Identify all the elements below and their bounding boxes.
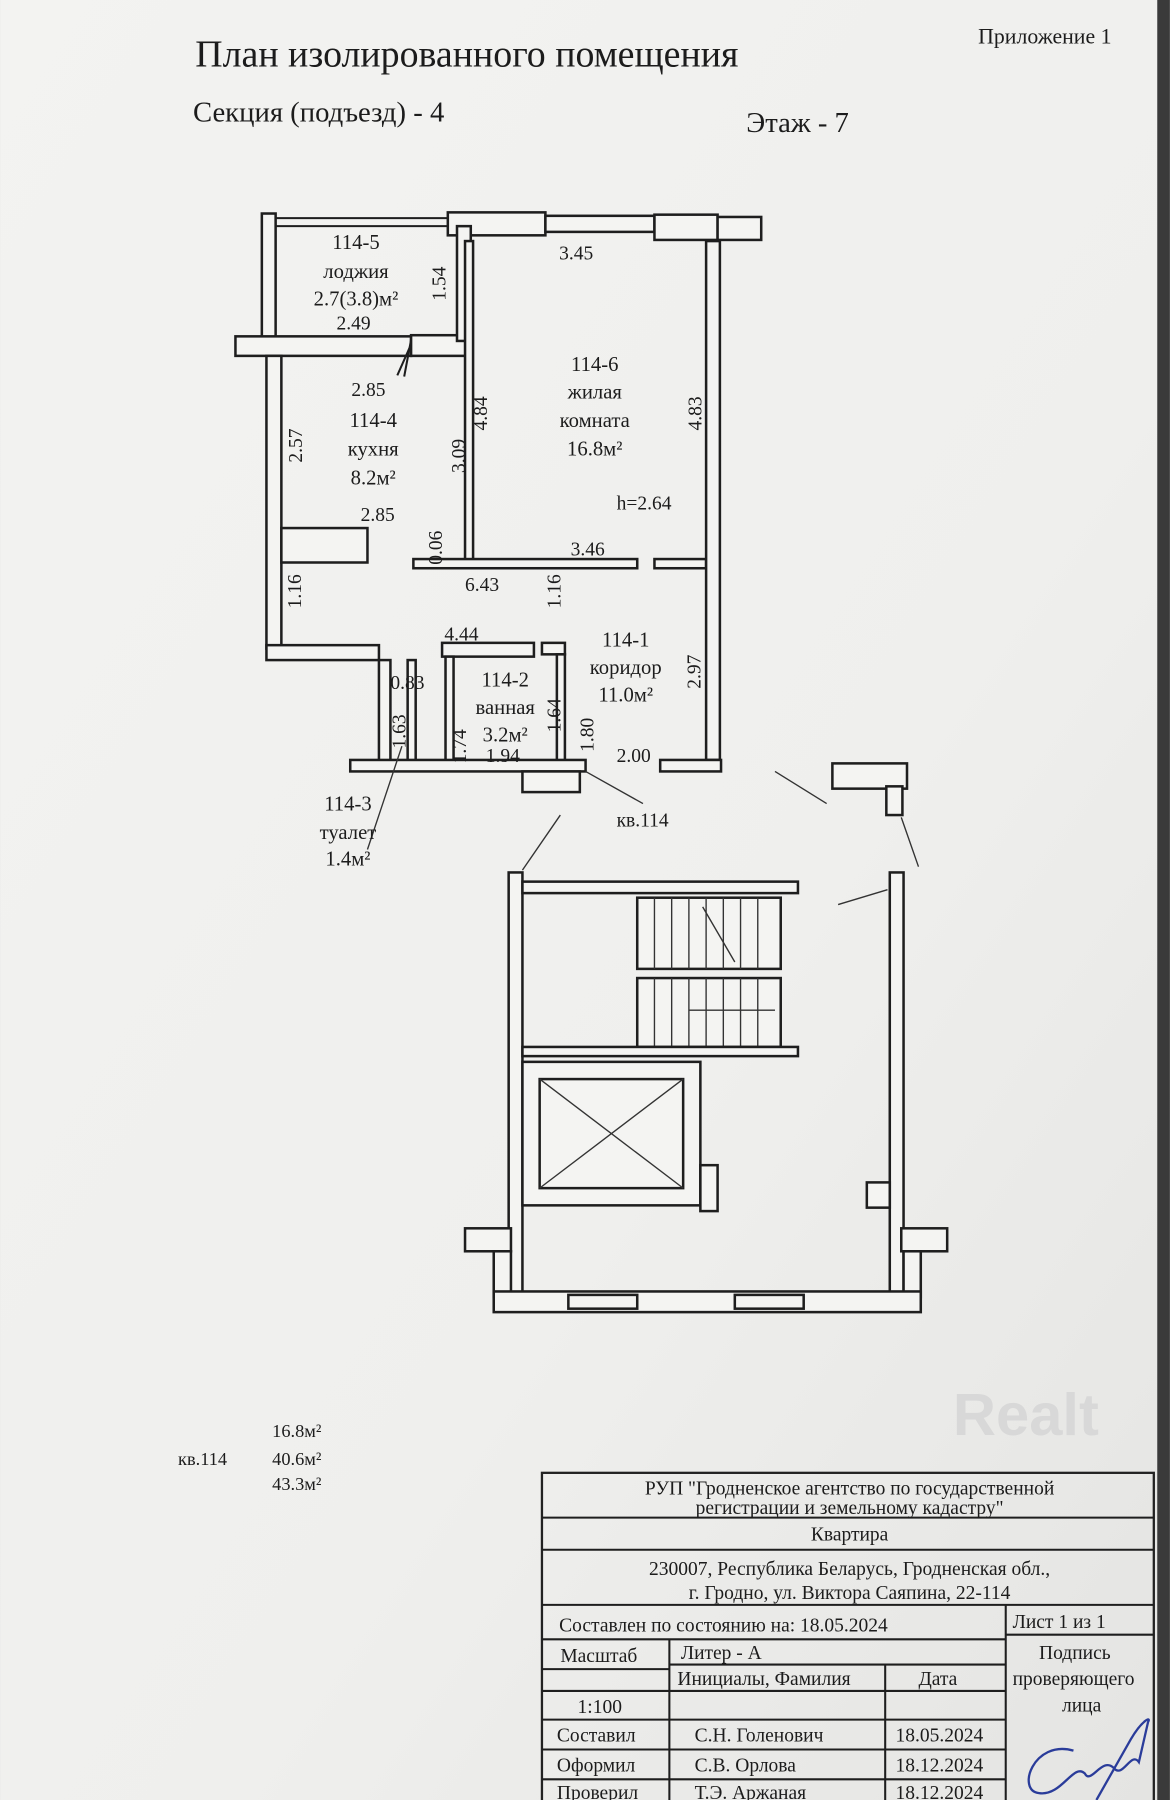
svg-text:комната: комната: [560, 410, 630, 432]
area-summary: 16.8м² кв.114 40.6м² 43.3м²: [178, 1421, 322, 1494]
svg-text:2.57: 2.57: [286, 428, 307, 462]
col-date-header: Дата: [918, 1669, 957, 1690]
svg-text:С.Н. Голенович: С.Н. Голенович: [695, 1725, 824, 1746]
svg-text:лоджия: лоджия: [323, 261, 389, 283]
svg-text:6.43: 6.43: [465, 575, 499, 596]
room-corridor: 114-1 коридор 11.0м²: [590, 629, 662, 706]
object-type: Квартира: [811, 1525, 889, 1546]
svg-text:жилая: жилая: [567, 381, 623, 403]
svg-text:коридор: коридор: [590, 657, 662, 679]
address-line-2: г. Гродно, ул. Виктора Саяпина, 22-114: [689, 1583, 1011, 1604]
col-name-header: Инициалы, Фамилия: [677, 1669, 850, 1690]
svg-text:2.97: 2.97: [684, 654, 705, 688]
svg-text:4.84: 4.84: [471, 396, 492, 430]
svg-text:0.83: 0.83: [390, 673, 424, 694]
svg-text:114-2: 114-2: [481, 669, 528, 691]
floor-label: Этаж - 7: [746, 107, 849, 139]
svg-text:2.00: 2.00: [617, 746, 651, 767]
org-name-2: регистрации и земельному кадастру": [696, 1498, 1004, 1519]
svg-text:1.16: 1.16: [285, 574, 306, 608]
svg-text:Составил: Составил: [557, 1725, 636, 1746]
svg-text:1.94: 1.94: [486, 746, 520, 767]
state-date: Составлен по состоянию на: 18.05.2024: [559, 1615, 888, 1636]
svg-text:40.6м²: 40.6м²: [272, 1449, 322, 1469]
svg-text:1.4м²: 1.4м²: [325, 849, 370, 871]
svg-text:кухня: кухня: [348, 439, 399, 461]
svg-text:1.74: 1.74: [450, 729, 471, 763]
svg-text:114-4: 114-4: [349, 410, 396, 432]
watermark-logo: Realt: [953, 1381, 1099, 1448]
svg-text:2.85: 2.85: [351, 380, 385, 401]
row-checked: Проверил Т.Э. Аржаная 18.12.2024: [557, 1783, 984, 1800]
svg-text:114-1: 114-1: [602, 629, 649, 651]
document-title: План изолированного помещения: [195, 34, 738, 76]
svg-text:Оформил: Оформил: [557, 1755, 636, 1776]
appendix-label: Приложение 1: [978, 25, 1111, 49]
room-kitchen: 114-4 кухня 8.2м²: [348, 410, 399, 489]
svg-text:16.8м²: 16.8м²: [272, 1421, 322, 1441]
svg-text:1.16: 1.16: [544, 574, 565, 608]
org-name: РУП "Гродненское агентство по государств…: [645, 1479, 1054, 1500]
title-block: РУП "Гродненское агентство по государств…: [540, 1471, 1155, 1800]
apartment-walls: [234, 211, 920, 871]
svg-text:ванная: ванная: [475, 697, 535, 719]
ceiling-height: h=2.64: [617, 494, 672, 515]
svg-text:0.06: 0.06: [426, 530, 447, 564]
svg-text:Т.Э. Аржаная: Т.Э. Аржаная: [695, 1783, 807, 1800]
room-bathroom: 114-2 ванная 3.2м²: [475, 669, 535, 746]
svg-text:туалет: туалет: [320, 822, 377, 844]
svg-text:43.3м²: 43.3м²: [272, 1474, 322, 1494]
row-formatted: Оформил С.В. Орлова 18.12.2024: [557, 1755, 984, 1776]
apartment-label: кв.114: [617, 811, 669, 832]
scale-label: Масштаб: [560, 1646, 637, 1667]
stairwell: [463, 871, 949, 1314]
svg-text:16.8м²: 16.8м²: [567, 439, 622, 461]
svg-text:4.44: 4.44: [444, 625, 478, 646]
col-sign-header-2: проверяющего: [1013, 1669, 1135, 1690]
svg-text:114-6: 114-6: [571, 354, 618, 376]
svg-text:8.2м²: 8.2м²: [351, 467, 396, 489]
svg-text:18.12.2024: 18.12.2024: [896, 1783, 984, 1800]
svg-text:кв.114: кв.114: [178, 1449, 227, 1469]
svg-text:18.12.2024: 18.12.2024: [896, 1755, 984, 1776]
svg-text:114-3: 114-3: [324, 793, 371, 815]
room-loggia: 114-5 лоджия 2.7(3.8)м²: [314, 232, 399, 310]
svg-text:2.85: 2.85: [361, 505, 395, 526]
section-label: Секция (подъезд) - 4: [193, 97, 444, 129]
svg-text:18.05.2024: 18.05.2024: [896, 1725, 984, 1746]
address-line-1: 230007, Республика Беларусь, Гродненская…: [649, 1559, 1050, 1580]
liter: Литер - А: [681, 1643, 762, 1664]
svg-text:С.В. Орлова: С.В. Орлова: [695, 1755, 797, 1776]
col-sign-header: Подпись: [1039, 1643, 1111, 1664]
svg-text:1.54: 1.54: [430, 266, 451, 300]
svg-text:3.2м²: 3.2м²: [483, 725, 528, 747]
svg-text:1.64: 1.64: [544, 698, 565, 732]
svg-text:1.63: 1.63: [389, 714, 410, 748]
svg-text:2.7(3.8)м²: 2.7(3.8)м²: [314, 288, 399, 310]
svg-text:4.83: 4.83: [686, 396, 707, 430]
svg-text:3.09: 3.09: [449, 439, 470, 473]
svg-text:11.0м²: 11.0м²: [598, 684, 653, 706]
row-composed: Составил С.Н. Голенович 18.05.2024: [557, 1725, 984, 1746]
sheet-number: Лист 1 из 1: [1013, 1612, 1106, 1633]
scale-value: 1:100: [578, 1697, 622, 1718]
room-living: 114-6 жилая комната 16.8м²: [560, 354, 630, 461]
svg-text:114-5: 114-5: [332, 232, 379, 254]
signature: [1027, 1718, 1150, 1800]
svg-text:2.49: 2.49: [336, 313, 370, 334]
dimensions: 3.45 1.54 2.49 2.85 4.84 4.83 2.57 3.09 …: [285, 243, 707, 767]
svg-text:3.46: 3.46: [571, 540, 605, 561]
svg-text:Проверил: Проверил: [557, 1783, 639, 1800]
svg-text:3.45: 3.45: [559, 243, 593, 264]
svg-text:1.80: 1.80: [578, 718, 599, 752]
room-toilet: 114-3 туалет 1.4м²: [320, 793, 377, 870]
col-sign-header-3: лица: [1062, 1696, 1102, 1717]
